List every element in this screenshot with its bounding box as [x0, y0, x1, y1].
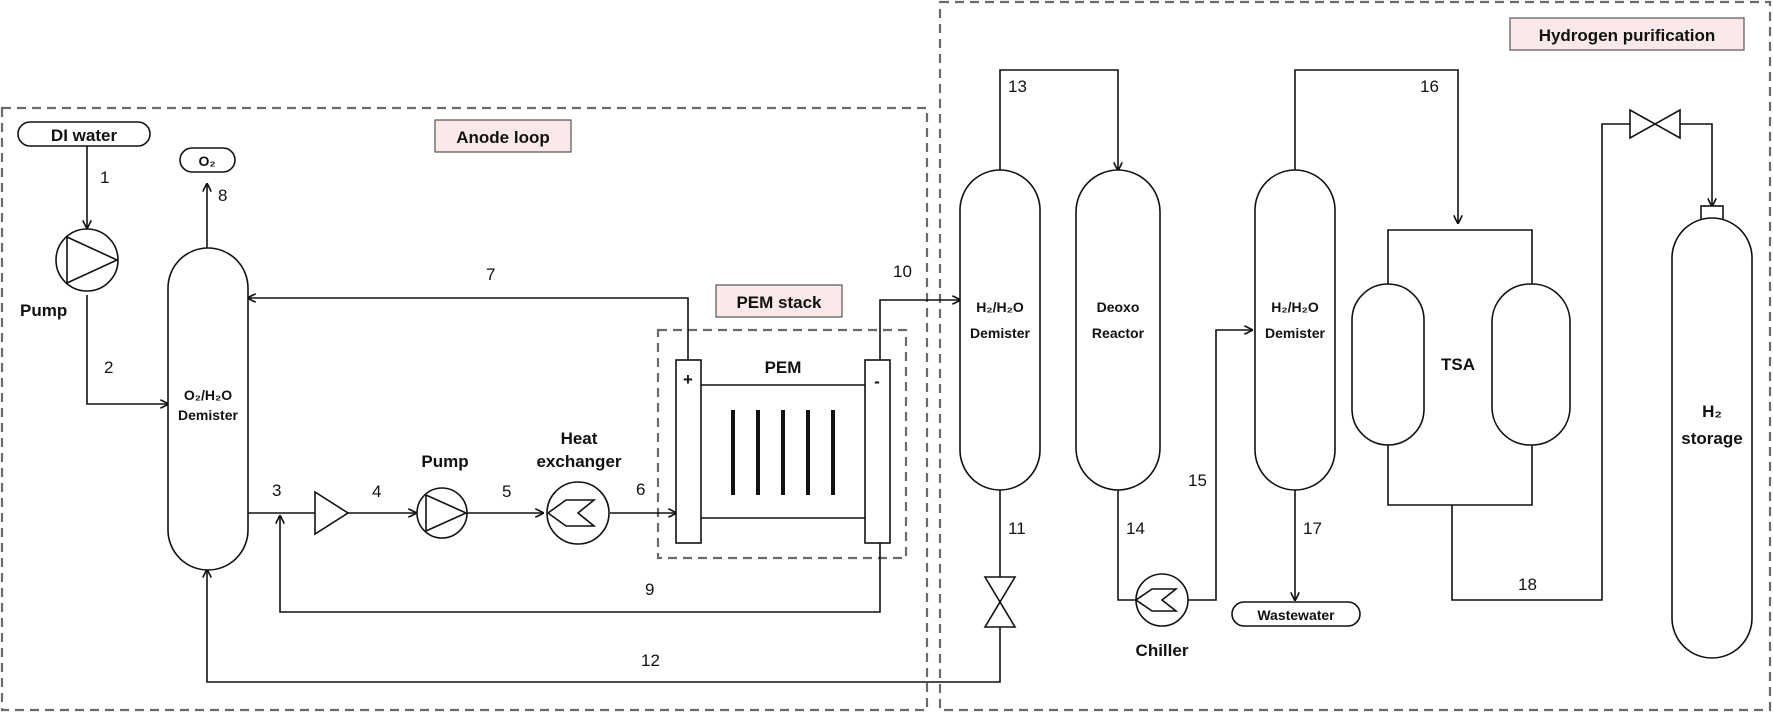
chiller-icon: [1135, 573, 1189, 627]
h2-demister-2-label-1: H₂/H₂O: [1271, 299, 1319, 315]
di-water-label: DI water: [51, 126, 118, 145]
hydrogen-purification-boundary: [938, 0, 1772, 712]
pem-stack-label: PEM stack: [736, 293, 822, 312]
stream-18-number: 18: [1518, 575, 1537, 594]
di-water-source: DI water: [17, 121, 151, 147]
stream-16-number: 16: [1420, 77, 1439, 96]
mixer-icon: [314, 490, 350, 536]
pump-1-label: Pump: [20, 301, 67, 320]
stream-13-line: [999, 69, 1118, 170]
wastewater-label: Wastewater: [1257, 607, 1335, 623]
stream-4-number: 4: [372, 482, 381, 501]
o2-h2o-demister-vessel: [167, 247, 249, 571]
valve-2-icon: [1629, 108, 1681, 140]
stream-2-line: [86, 295, 168, 404]
wastewater-sink: Wastewater: [1231, 601, 1361, 627]
pem-electrolyzer: [675, 359, 891, 544]
pem-plus-label: +: [683, 370, 693, 389]
deoxo-reactor-vessel: [1075, 169, 1161, 491]
h2-demister-2-label-2: Demister: [1265, 325, 1325, 341]
stream-16-line: [1294, 69, 1458, 223]
tsa-label: TSA: [1441, 355, 1475, 374]
stream-12-number: 12: [641, 651, 660, 670]
heat-exchanger-icon: [546, 481, 610, 545]
tsa-outlet-manifold: [1387, 445, 1533, 506]
stream-10-number: 10: [893, 262, 912, 281]
h2-storage-tank: [1671, 205, 1753, 659]
deoxo-label-2: Reactor: [1092, 325, 1145, 341]
pem-stack-boundary: [656, 328, 908, 560]
tsa-column-1: [1351, 283, 1425, 446]
pem-cathode-plate: [864, 359, 891, 544]
h2-storage-label-1: H₂: [1702, 402, 1722, 421]
stream-13-number: 13: [1008, 77, 1027, 96]
o2-label: O₂: [198, 153, 215, 169]
heat-exchanger-label-1: Heat: [561, 429, 598, 448]
stream-12-line: [207, 570, 1001, 683]
stream-18-line: [1451, 123, 1630, 601]
stream-8-number: 8: [218, 186, 227, 205]
h2-demister-1-vessel: [959, 169, 1041, 491]
tsa-column-2: [1491, 283, 1571, 446]
pem-stack-tag: PEM stack: [715, 284, 843, 318]
hydrogen-purification-tag: Hydrogen purification: [1509, 17, 1745, 51]
o2-demister-label-2: Demister: [178, 407, 238, 423]
deoxo-label-1: Deoxo: [1097, 299, 1140, 315]
pem-minus-label: -: [874, 372, 880, 391]
pump-2-icon: [416, 487, 468, 539]
stream-14-line: [1117, 490, 1138, 601]
chiller-label: Chiller: [1136, 641, 1189, 660]
stream-15-line: [1186, 330, 1252, 601]
stream-7-line: [248, 298, 689, 360]
h2-storage-label-2: storage: [1681, 429, 1742, 448]
stream-2-number: 2: [104, 358, 113, 377]
tsa-inlet-manifold: [1387, 229, 1533, 284]
stream-10-line: [879, 300, 960, 360]
o2-demister-label-1: O₂/H₂O: [184, 387, 232, 403]
o2-product: O₂: [179, 147, 236, 173]
hydrogen-purification-label: Hydrogen purification: [1539, 26, 1716, 45]
stream-11-number: 11: [1008, 519, 1026, 538]
h2-demister-1-label-1: H₂/H₂O: [976, 299, 1024, 315]
stream-5-number: 5: [502, 482, 511, 501]
stream-15-number: 15: [1188, 471, 1207, 490]
stream-18-to-storage-line: [1680, 123, 1712, 206]
stream-6-number: 6: [636, 480, 645, 499]
heat-exchanger-label-2: exchanger: [536, 452, 621, 471]
stream-1-number: 1: [100, 168, 109, 187]
anode-loop-label: Anode loop: [456, 128, 549, 147]
pump-2-label: Pump: [421, 452, 468, 471]
stream-17-number: 17: [1303, 519, 1322, 538]
stream-9-line: [280, 516, 881, 613]
stream-7-number: 7: [486, 265, 495, 284]
stream-9-number: 9: [645, 580, 654, 599]
anode-loop-tag: Anode loop: [434, 119, 572, 153]
h2-demister-2-vessel: [1254, 169, 1336, 491]
pem-anode-plate: [675, 359, 702, 544]
pump-1-icon: [55, 228, 119, 292]
anode-loop-boundary: [0, 106, 929, 712]
pem-label: PEM: [765, 358, 802, 377]
stream-14-number: 14: [1126, 519, 1145, 538]
h2-demister-1-label-2: Demister: [970, 325, 1030, 341]
stream-3-number: 3: [272, 481, 281, 500]
valve-1-icon: [983, 576, 1017, 628]
